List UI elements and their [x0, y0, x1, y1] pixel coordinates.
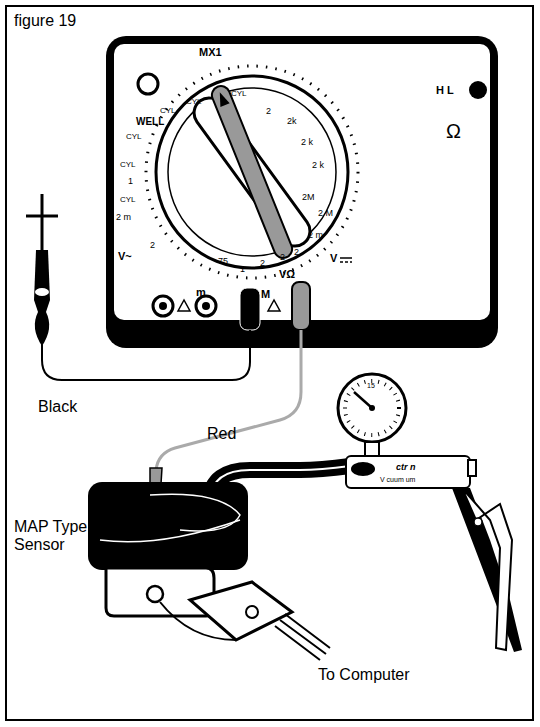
lever-pivot	[474, 518, 482, 526]
dc-symbol	[340, 257, 352, 259]
jumper-wire	[160, 602, 236, 640]
dc-symbol	[340, 261, 352, 263]
pump-brand: ctr n	[396, 462, 416, 472]
part-label: MAP Type Sensor	[14, 518, 96, 555]
dial-label: CYL	[160, 106, 176, 115]
dial-ticks	[146, 66, 358, 278]
dial-label: 2 M	[318, 208, 333, 218]
ground-symbol	[41, 194, 44, 250]
lead-label: Red	[207, 425, 236, 443]
power-button	[138, 74, 158, 94]
jack-label: C M	[250, 288, 270, 301]
dial-label: 75	[218, 256, 228, 266]
connector-terminal	[147, 586, 163, 602]
figure-border	[6, 6, 533, 720]
dial-label: CYL	[120, 195, 136, 204]
gauge-number: 15	[367, 382, 375, 390]
pump-logo	[351, 462, 375, 476]
dial-label: CYL	[186, 97, 202, 106]
dial-label: 2	[260, 258, 265, 268]
dial-ring	[156, 76, 348, 268]
sensor-connector	[106, 568, 214, 616]
dial-label: 2 k	[312, 160, 324, 170]
red-lead	[156, 330, 301, 470]
gauge-hub	[369, 405, 375, 411]
pointer-tip	[215, 90, 230, 107]
dial-pointer	[209, 83, 295, 260]
map-sensor	[88, 482, 248, 570]
black-lead	[42, 330, 250, 380]
dial-label: 2M	[302, 192, 315, 202]
vacuum-gauge	[338, 374, 406, 442]
jack-label: m	[196, 286, 206, 299]
clip-hinge	[35, 288, 49, 296]
red-plug	[292, 282, 310, 330]
lead-label: Black	[38, 398, 77, 416]
dial-label: 1	[240, 264, 245, 274]
jack	[196, 296, 216, 316]
dial-label: 2k	[287, 116, 297, 126]
dial-label: V	[330, 252, 337, 265]
meter-face	[114, 44, 490, 320]
dial-label: 2	[266, 106, 271, 116]
alligator-clip	[34, 250, 50, 312]
jack-label: VΩ	[279, 268, 295, 281]
hose-loop	[150, 494, 240, 531]
plug-terminal	[246, 606, 258, 618]
part-label: To Computer	[318, 666, 410, 684]
harness-plug	[190, 582, 292, 640]
pump-label: V cuum um	[380, 476, 415, 484]
jack-hole	[202, 302, 210, 310]
pump-nozzle	[468, 460, 476, 476]
dial-label: 2 m	[308, 230, 323, 240]
gauge-needle	[354, 392, 372, 408]
pointer-bar	[209, 83, 295, 260]
dial-label: 1	[128, 176, 133, 186]
gauge-ticks	[345, 381, 399, 435]
warning-triangle	[178, 300, 190, 311]
pump-body	[346, 456, 470, 488]
jack	[153, 296, 173, 316]
meter-body	[106, 36, 498, 348]
dial-label: CYL	[126, 132, 142, 141]
dial-label: 2	[280, 252, 285, 262]
dial-label: CYL	[231, 89, 247, 98]
clip-boot	[35, 312, 49, 346]
pump-handle	[452, 488, 522, 652]
pump-lever	[462, 488, 512, 650]
ohm-symbol: Ω	[446, 120, 461, 143]
dial-label: WELL	[136, 116, 164, 128]
ground-symbol	[26, 215, 58, 218]
dial-label: 2	[150, 240, 155, 250]
button-label: H L	[436, 84, 454, 97]
warning-triangle	[268, 300, 280, 311]
sensor-detail	[100, 520, 240, 542]
jack-hole	[159, 302, 167, 310]
harness-wires	[275, 614, 330, 660]
dial-label: 2 m	[116, 212, 131, 222]
dial-label: V~	[118, 250, 132, 263]
hold-button	[469, 81, 487, 99]
dial-label: CYL	[120, 160, 136, 169]
dial-label: 2 k	[301, 137, 313, 147]
meter-model: MX1	[199, 46, 222, 59]
figure-title: figure 19	[14, 12, 76, 30]
dial-label: 2	[294, 247, 299, 257]
